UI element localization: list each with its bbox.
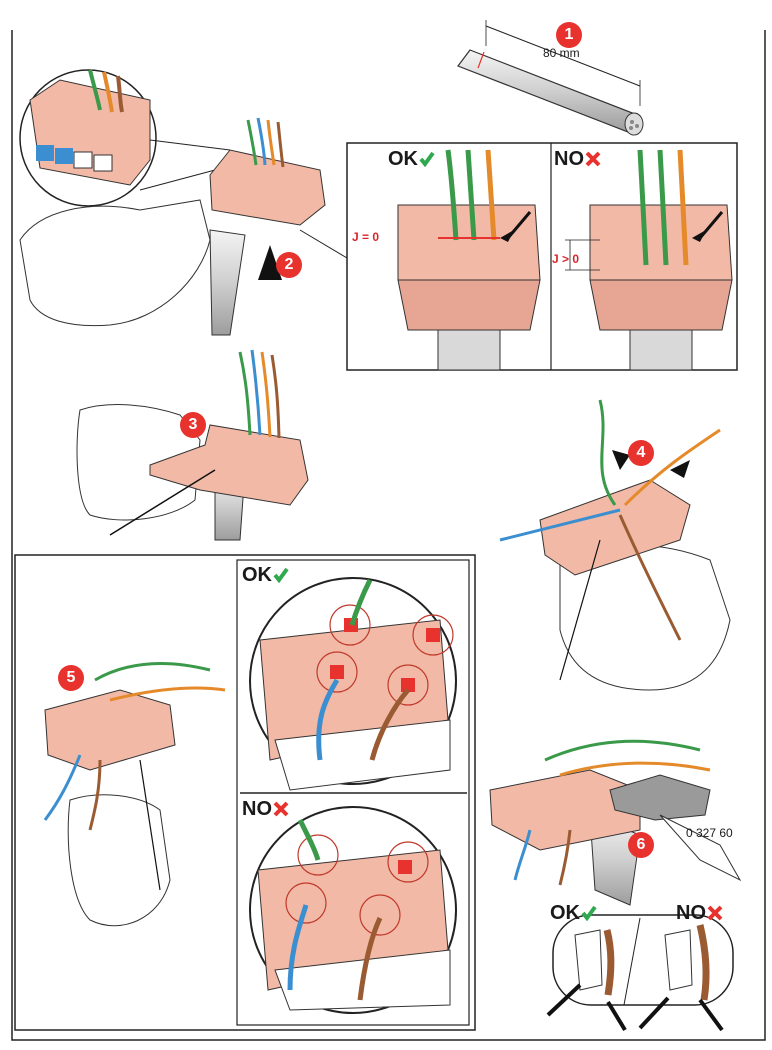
check-icon [419, 150, 435, 168]
cross-icon [273, 800, 289, 817]
step-3-badge: 3 [180, 412, 206, 438]
no-text: NO [554, 148, 584, 170]
step-1-badge: 1 [556, 22, 582, 48]
check-icon [273, 566, 289, 584]
cross-icon [585, 150, 601, 167]
j-ok-label: J = 0 [352, 230, 380, 244]
step-4-illustration [499, 399, 731, 691]
j-no-label: J > 0 [552, 252, 580, 266]
step-4-badge: 4 [628, 440, 654, 466]
ok-text: OK [242, 564, 272, 586]
no-text: NO [676, 902, 706, 924]
no-connector-view [565, 149, 733, 371]
step-3-illustration [76, 349, 309, 541]
step-5-no-detail [249, 806, 457, 1014]
step-2-comparison-box [299, 142, 738, 371]
step-6-badge: 6 [628, 832, 654, 858]
step-5-badge: 5 [58, 665, 84, 691]
step-1-cable [457, 20, 644, 136]
step-5-ok-detail [249, 577, 457, 791]
cable-length-label: 80 mm [543, 46, 580, 60]
step-2-illustration [19, 69, 326, 336]
ok-label-step5: OK [242, 564, 289, 587]
ok-label-step2: OK [388, 148, 435, 171]
ok-text: OK [550, 902, 580, 924]
no-text: NO [242, 798, 272, 820]
ok-text: OK [388, 148, 418, 170]
ok-connector-view [397, 149, 541, 371]
no-label-step5: NO [242, 798, 289, 821]
step-6-detail [546, 914, 734, 1032]
no-label-step2: NO [554, 148, 601, 171]
page-frame [11, 30, 766, 1041]
cross-icon [707, 904, 723, 921]
check-icon [581, 904, 597, 922]
tool-reference: 0 327 60 [686, 826, 733, 840]
step-2-badge: 2 [276, 252, 302, 278]
step-6-illustration [489, 739, 742, 906]
ok-label-step6: OK [550, 902, 597, 925]
no-label-step6: NO [676, 902, 723, 925]
